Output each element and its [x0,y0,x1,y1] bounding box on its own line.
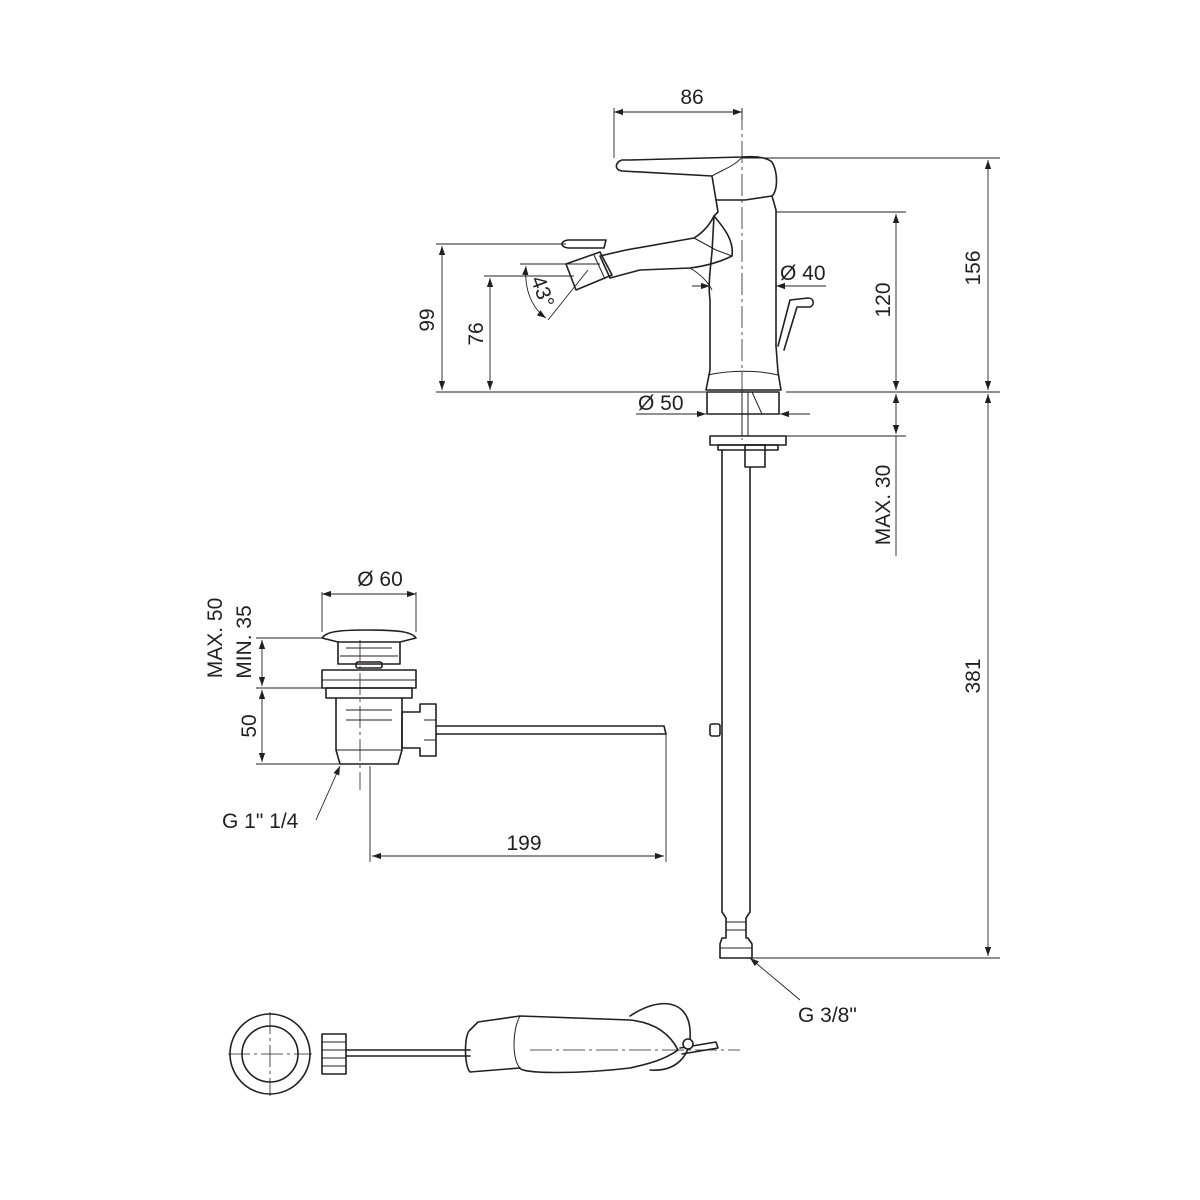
fixing-washer [709,435,787,446]
dimension-base-diameter: Ø 50 [636,392,810,418]
dim-label-76: 76 [465,322,488,345]
nozzle-tip [565,251,613,291]
waste-rod [435,725,667,735]
dim-label-min35: MIN. 35 [233,605,256,679]
dim-label-120: 120 [872,282,895,317]
lever-handle [615,155,778,201]
dim-label-43deg: 43° [526,273,558,311]
faucet-body [705,195,782,391]
bidet-nozzle-arm [599,215,734,279]
dim-label-99: 99 [416,308,439,331]
dim-label-381: 381 [962,658,985,693]
dim-label-max50: MAX. 50 [204,598,227,679]
label-g114: G 1" 1/4 [222,810,299,833]
label-g38: G 3/8" [798,1004,857,1027]
dimension-deck-thickness: MAX. 30 [786,394,906,556]
dimension-outlet-height: 76 [465,275,574,390]
popup-rod [777,297,814,351]
waste-rod-coupling [401,703,437,757]
callout-waste-thread: G 1" 1/4 [222,765,341,833]
waste-top-coupling [321,1033,347,1075]
diverter-knob [561,239,607,249]
popup-waste [321,629,667,765]
dimension-hose-length: 381 [752,394,1000,959]
dimension-nozzle-angle: 43° [520,263,600,321]
dim-label-50: 50 [238,714,261,737]
flexible-hose [721,449,751,913]
dim-label-d40: Ø 40 [780,262,826,285]
waste-flange [321,669,417,689]
mounting-shank [706,391,780,415]
dimension-nozzle-height: 99 [416,243,706,393]
dimension-rod-length: 199 [369,734,667,862]
dim-label-156: 156 [962,250,985,285]
dimension-body-height: 120 [776,211,906,390]
dimension-total-height: 156 [742,157,1000,393]
dimension-waste-clamp: MAX. 50 MIN. 35 [204,598,322,689]
callout-hose-thread: G 3/8" [749,957,857,1027]
dim-label-199: 199 [506,832,541,855]
waste-plug-cap [321,629,417,643]
top-view-rod [345,1049,471,1057]
dim-label-d60: Ø 60 [357,568,403,591]
dim-label-86: 86 [680,86,703,109]
waste-body [335,697,403,765]
dim-label-max30: MAX. 30 [872,465,895,546]
top-view-base [629,1002,691,1071]
hose-fitting [719,911,753,959]
dimension-spout-reach: 86 [613,86,743,158]
dimension-waste-height: 50 [238,690,340,765]
faucet-side-view [561,155,814,959]
dimension-body-diameter: Ø 40 [692,262,826,290]
dimension-waste-diameter: Ø 60 [321,568,417,632]
fixing-nut [744,444,766,468]
dim-label-d50: Ø 50 [638,392,684,415]
top-view-faucet [464,1015,679,1074]
top-view [228,1002,740,1096]
